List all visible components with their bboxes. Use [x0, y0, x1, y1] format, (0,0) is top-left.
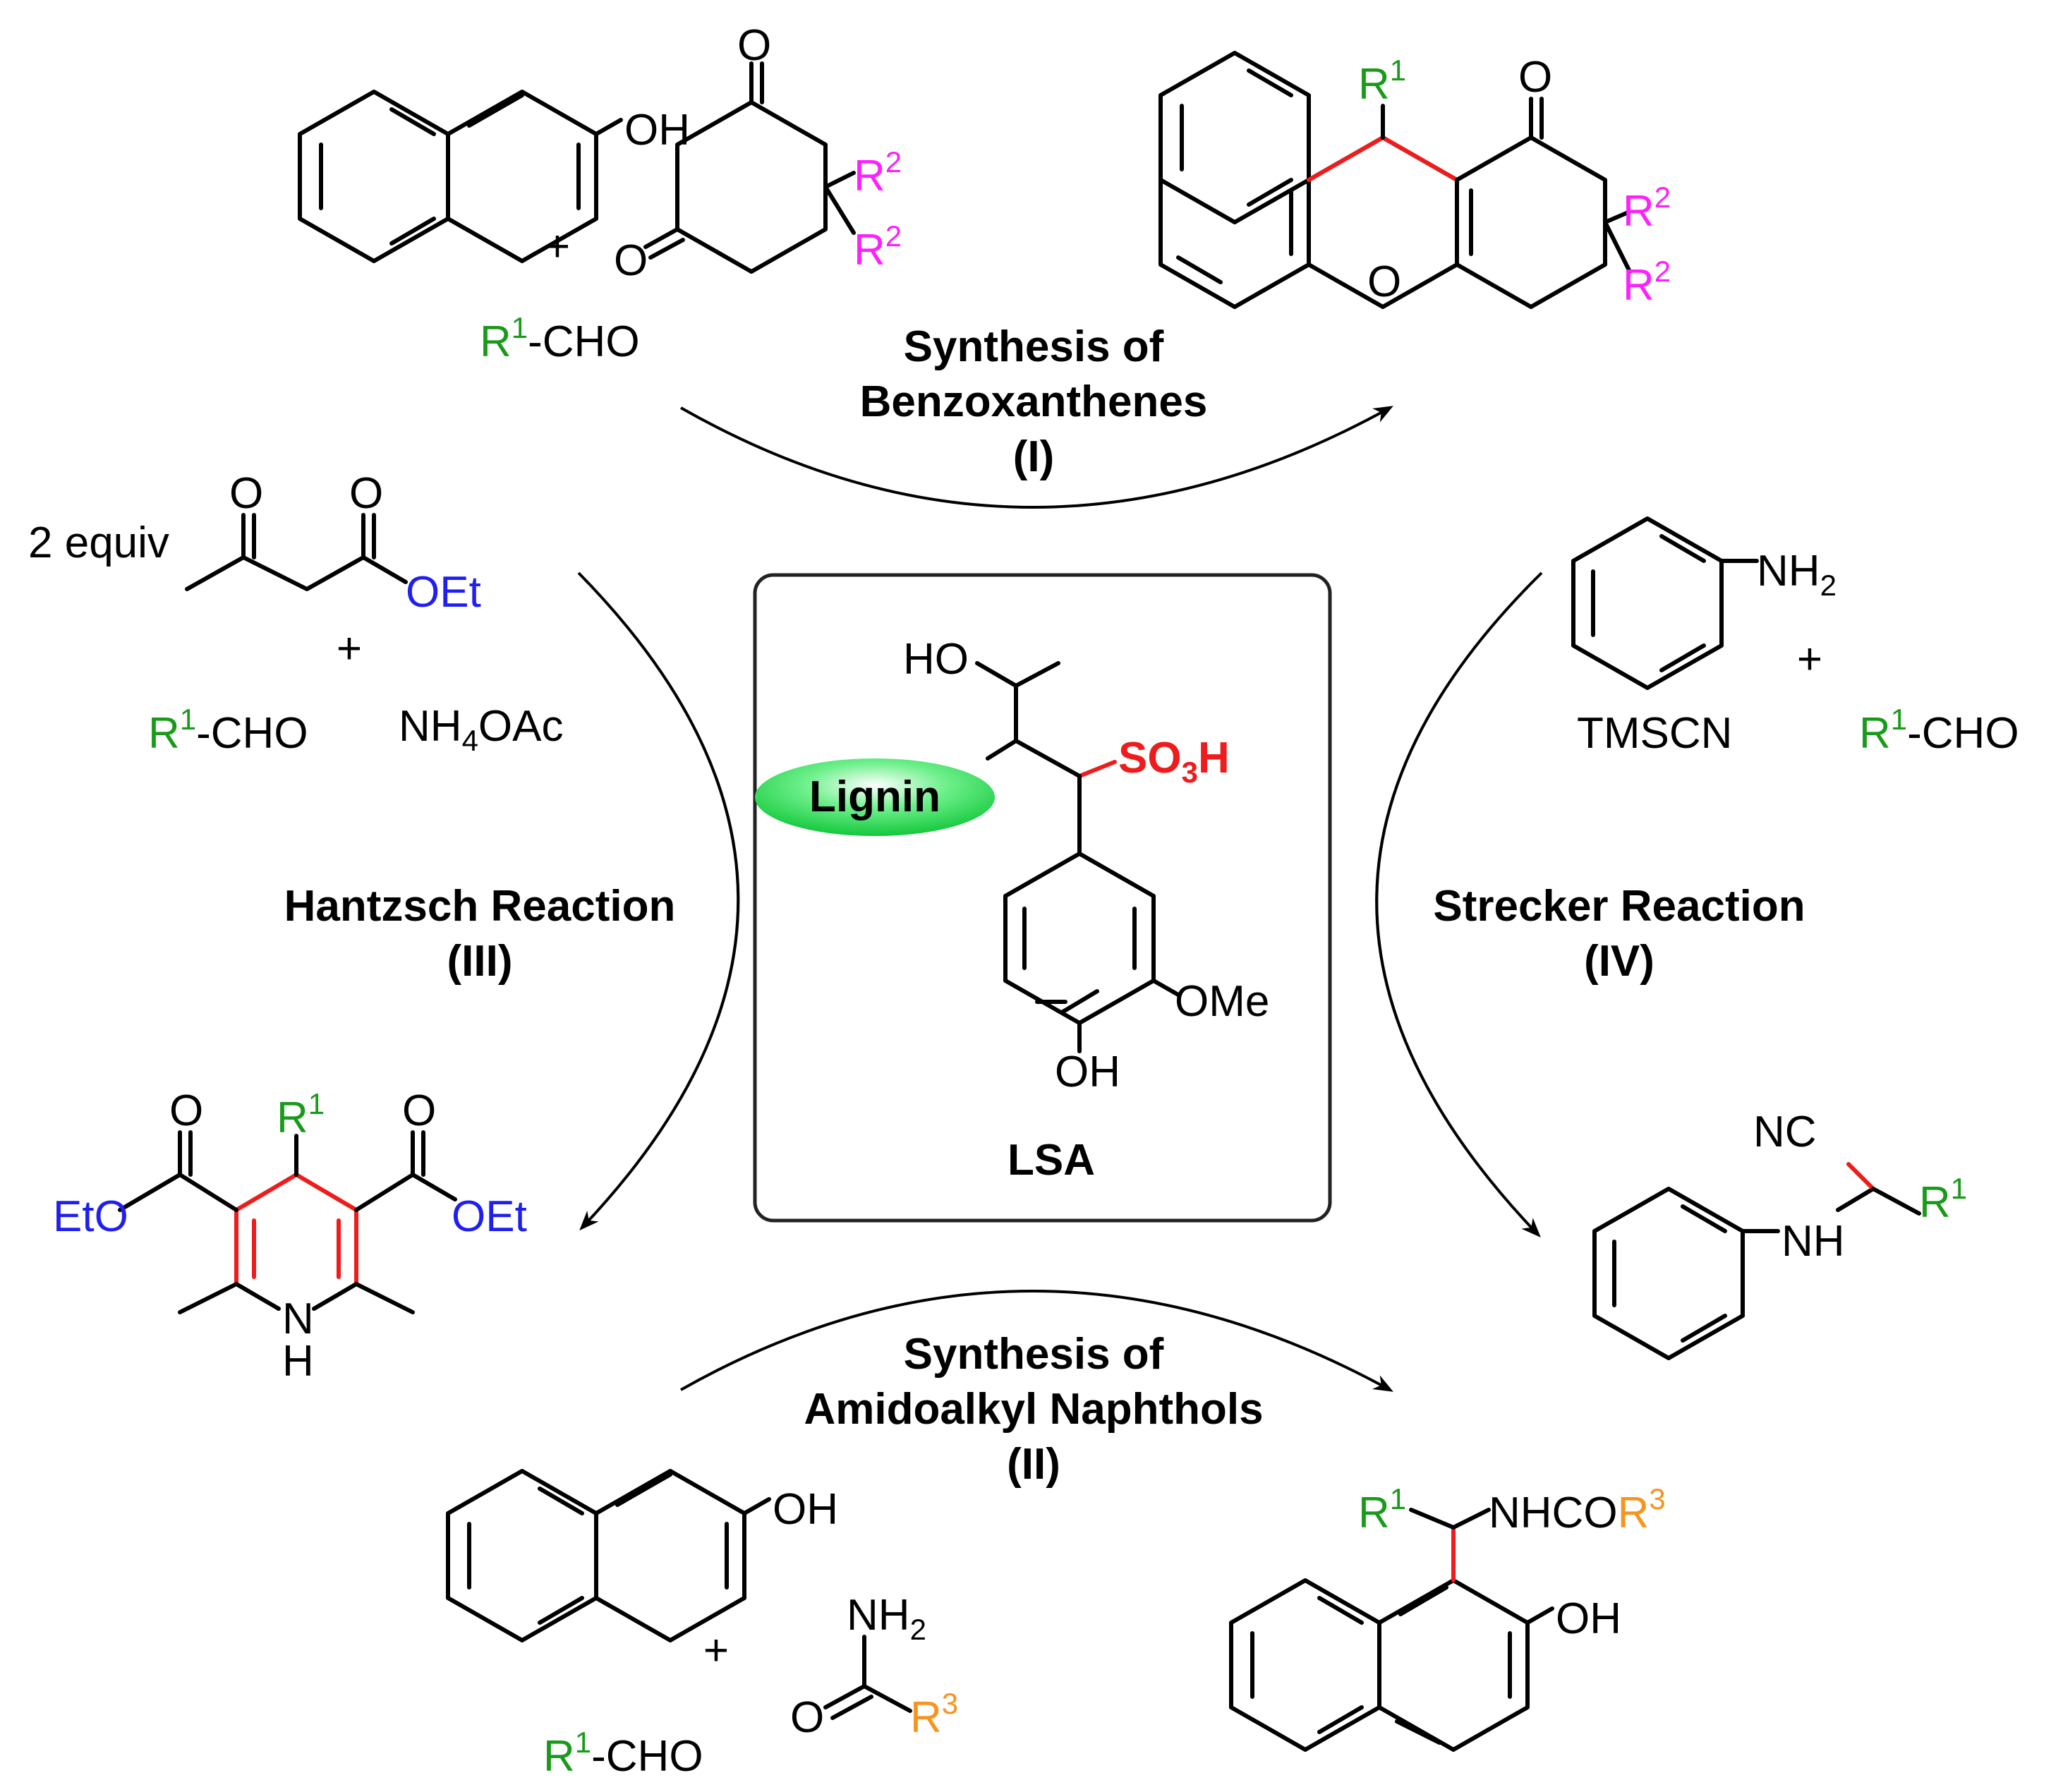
reaction-label-I: Synthesis of Benzoxanthenes (I) — [860, 322, 1208, 481]
svg-text:+: + — [1797, 635, 1822, 684]
svg-text:+: + — [703, 1626, 729, 1675]
svg-text:O: O — [1367, 258, 1401, 306]
aldehyde-II: R1-CHO — [543, 1726, 703, 1781]
svg-text:R2: R2 — [854, 145, 902, 200]
guaiacyl-double-bond-3 — [1060, 989, 1099, 1015]
svg-text:OH: OH — [1556, 1594, 1621, 1643]
svg-text:O: O — [614, 236, 648, 285]
bond-to-so3h — [1077, 760, 1117, 778]
svg-text:Benzoxanthenes: Benzoxanthenes — [860, 377, 1208, 426]
svg-text:NC: NC — [1753, 1108, 1817, 1156]
svg-text:R2: R2 — [1623, 255, 1671, 310]
product-dihydropyridine: R1 O O EtO OEt N H — [53, 1086, 527, 1386]
lignin-label: Lignin — [809, 773, 940, 821]
ammonium-acetate: NH4OAc — [399, 702, 564, 757]
svg-text:Amidoalkyl Naphthols: Amidoalkyl Naphthols — [804, 1385, 1263, 1434]
ome-label: OMe — [1175, 977, 1269, 1026]
svg-text:(IV): (IV) — [1584, 937, 1654, 986]
svg-text:OH: OH — [773, 1485, 838, 1534]
bond-to-lignin — [986, 739, 1018, 761]
svg-text:Synthesis of: Synthesis of — [904, 322, 1164, 371]
svg-text:N: N — [282, 1295, 314, 1343]
product-amidoalkyl-naphthol: R1 NHCOR3 OH — [1229, 1482, 1666, 1752]
amide-structure: NH2 O R3 — [790, 1591, 958, 1742]
catalyst-frame — [753, 573, 1332, 1223]
cyclohexanedione-structure: O O R2 R2 — [614, 21, 902, 285]
reagents-II: OH + NH2 O R3 R1-CHO — [446, 1469, 958, 1781]
ethyl-acetoacetate-structure: O O OEt — [185, 469, 481, 617]
guaiacyl-double-bonds — [1022, 907, 1137, 1004]
bond-ho-ch — [975, 661, 1060, 688]
aldehyde-I: R1-CHO — [480, 311, 640, 366]
svg-text:R2: R2 — [854, 219, 902, 274]
reagents-I: OH + O O R2 R2 R1-CHO — [298, 21, 902, 366]
svg-text:R1: R1 — [277, 1087, 325, 1142]
svg-text:O: O — [1518, 53, 1552, 102]
product-aminonitrile: NC NH R1 — [1592, 1108, 1967, 1360]
lignin-ellipse — [755, 758, 995, 836]
svg-text:NH2: NH2 — [847, 1591, 926, 1646]
oh-label: OH — [1055, 1048, 1120, 1096]
reagents-IV: NH2 + TMSCN R1-CHO — [1571, 516, 2019, 758]
svg-text:Hantzsch Reaction: Hantzsch Reaction — [284, 882, 676, 931]
aniline-structure: NH2 — [1571, 516, 1837, 690]
arrow-I — [680, 406, 1393, 509]
svg-text:(III): (III) — [447, 937, 513, 986]
reaction-label-III: Hantzsch Reaction (III) — [284, 882, 676, 986]
ho-label: HO — [903, 635, 969, 684]
svg-text:H: H — [282, 1337, 314, 1386]
so3h-label: SO3H — [1118, 734, 1230, 789]
tmscn-label: TMSCN — [1577, 709, 1732, 758]
svg-text:O: O — [229, 469, 263, 518]
arrow-IV — [1375, 571, 1543, 1238]
svg-text:OEt: OEt — [406, 568, 481, 617]
svg-text:R1: R1 — [1358, 1482, 1406, 1537]
svg-text:+: + — [337, 624, 362, 673]
svg-text:NH2: NH2 — [1757, 547, 1837, 602]
bond-backbone-2 — [1014, 739, 1082, 778]
svg-text:O: O — [402, 1086, 436, 1135]
svg-text:(II): (II) — [1007, 1440, 1060, 1489]
svg-text:O: O — [169, 1086, 203, 1135]
product-benzoxanthene: R1 O O R2 R2 — [1158, 51, 1671, 310]
aldehyde-III: R1-CHO — [148, 703, 308, 758]
svg-text:R2: R2 — [1623, 181, 1671, 236]
catalyst-name: LSA — [1008, 1136, 1095, 1185]
svg-text:Strecker Reaction: Strecker Reaction — [1433, 882, 1805, 931]
reaction-label-II: Synthesis of Amidoalkyl Naphthols (II) — [804, 1330, 1263, 1489]
arrow-III — [577, 571, 740, 1231]
naphthol-structure: OH — [298, 90, 690, 263]
catalyst-box: HO Lignin SO3H OMe OH LSA — [753, 573, 1332, 1223]
aldehyde-IV: R1-CHO — [1859, 703, 2019, 758]
svg-text:EtO: EtO — [53, 1192, 128, 1241]
arrow-II — [680, 1290, 1393, 1392]
svg-text:O: O — [349, 469, 383, 518]
svg-text:Synthesis of: Synthesis of — [904, 1330, 1164, 1379]
svg-text:NHCOR3: NHCOR3 — [1489, 1482, 1666, 1537]
svg-text:O: O — [790, 1693, 824, 1742]
svg-text:R1: R1 — [1358, 54, 1406, 109]
svg-text:OEt: OEt — [452, 1192, 527, 1241]
svg-text:NH: NH — [1781, 1217, 1845, 1266]
svg-text:R3: R3 — [910, 1687, 958, 1742]
svg-text:R1: R1 — [1919, 1172, 1967, 1227]
svg-text:O: O — [737, 21, 771, 70]
bond-to-ome — [1151, 979, 1180, 997]
guaiacyl-ring — [1003, 852, 1156, 1025]
reagents-III: 2 equiv O O OEt + R1-CHO NH4OAc — [28, 469, 564, 758]
svg-text:(I): (I) — [1013, 432, 1055, 481]
two-equiv-label: 2 equiv — [28, 519, 169, 567]
svg-text:OH: OH — [624, 106, 690, 155]
plus-sign: + — [545, 222, 570, 271]
reaction-label-IV: Strecker Reaction (IV) — [1433, 882, 1805, 986]
naphthol-structure-2: OH — [446, 1469, 838, 1642]
